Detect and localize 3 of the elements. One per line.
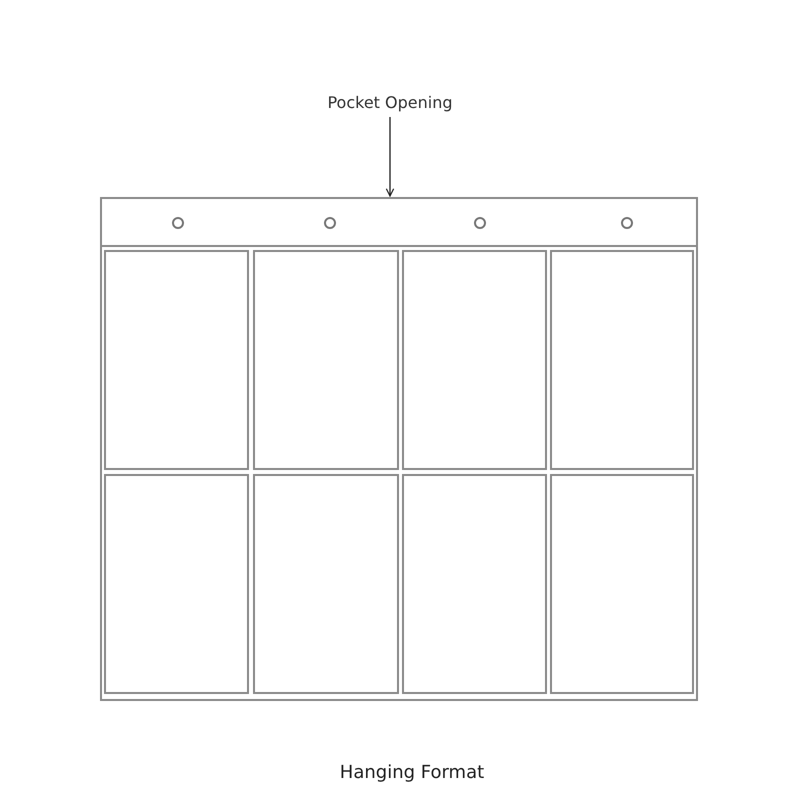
leader-arrow — [386, 117, 394, 197]
callout-label: Pocket Opening — [326, 93, 454, 112]
caption: Hanging Format — [338, 762, 486, 783]
